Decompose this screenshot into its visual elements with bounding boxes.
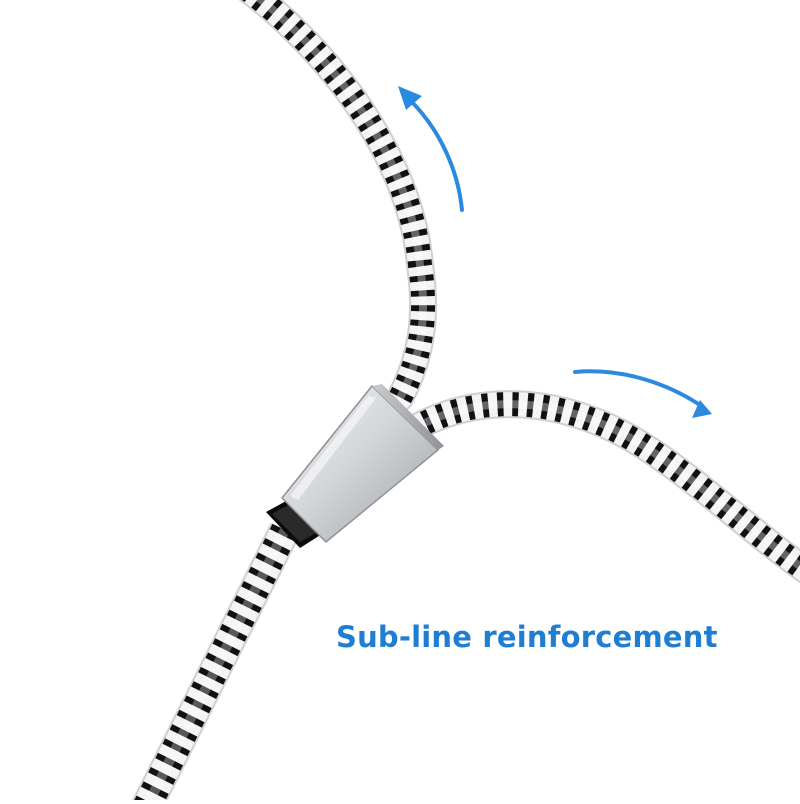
splitter-collar <box>266 500 322 548</box>
upper-cable-branch <box>238 0 438 412</box>
main-cable <box>130 522 300 804</box>
metal-y-splitter-sleeve <box>280 384 444 544</box>
right-cable-branch <box>398 390 800 584</box>
curved-arrow-up-left-icon <box>398 86 464 212</box>
feature-caption: Sub-line reinforcement <box>336 620 718 654</box>
curved-arrow-right-down-icon <box>573 369 712 418</box>
